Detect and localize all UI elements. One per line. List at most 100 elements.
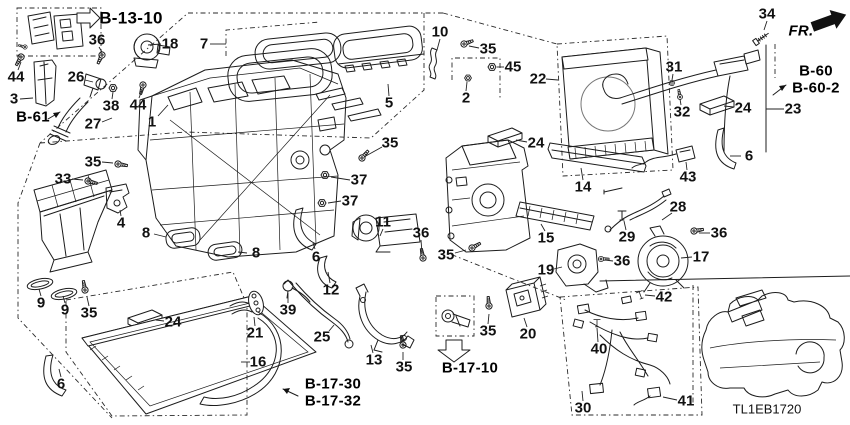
aspirator-sensor: [441, 309, 471, 328]
leader-line-22: [545, 78, 559, 81]
part-callout-15: 15: [537, 229, 555, 247]
part-callout-3: 3: [9, 90, 19, 108]
part-callout-13: 13: [365, 351, 383, 369]
part-callout-33: 33: [54, 170, 72, 188]
part-callout-34: 34: [758, 5, 776, 23]
part-callout-36: 36: [710, 224, 728, 242]
part-callout-36: 36: [613, 252, 631, 270]
bolt-34: [752, 32, 769, 47]
leader-line-8: [153, 233, 167, 238]
part-callout-35: 35: [80, 304, 98, 322]
part-callout-24: 24: [734, 99, 752, 117]
leader-line-35: [86, 296, 90, 307]
bracket-4: [105, 183, 130, 214]
leader-line-35: [101, 161, 114, 164]
part-callout-9: 9: [36, 294, 46, 312]
part-callout-31: 31: [665, 58, 683, 76]
part-callout-27: 27: [84, 115, 102, 133]
part-callout-35: 35: [437, 246, 455, 264]
foot-duct: [33, 169, 113, 273]
harness-clip-40: [593, 319, 601, 328]
leader-line-18: [147, 43, 162, 46]
part-callout-20: 20: [519, 325, 537, 343]
ref-b-17-10: B-17-10: [441, 359, 499, 377]
part-callout-44: 44: [129, 96, 147, 114]
part-callout-35: 35: [479, 40, 497, 58]
part-callout-24: 24: [164, 313, 182, 331]
heater-pipes-21: [199, 290, 282, 406]
leader-line-19: [553, 266, 563, 270]
part-callout-35: 35: [479, 322, 497, 340]
part-callout-42: 42: [655, 288, 673, 306]
part-callout-4: 4: [116, 214, 126, 232]
part-callout-22: 22: [529, 70, 547, 88]
part-callout-39: 39: [279, 301, 297, 319]
leader-line-37: [330, 176, 351, 181]
ref-b-60: B-60: [799, 62, 833, 80]
relay-bracket: [17, 11, 84, 51]
leader-line-24: [155, 319, 165, 322]
part-callout-36: 36: [88, 31, 106, 49]
seal-kit-7: [227, 32, 382, 122]
power-transistor-17: [637, 225, 689, 293]
leader-line-34: [763, 20, 768, 31]
leader-line-4: [119, 209, 122, 217]
part-callout-36: 36: [412, 224, 430, 242]
leader-line-1: [157, 104, 169, 117]
leader-line-24: [723, 105, 735, 108]
assembled-heater-unit: [701, 289, 845, 398]
leader-line-24: [515, 139, 528, 143]
part-callout-14: 14: [574, 178, 592, 196]
leader-line-6: [312, 242, 316, 250]
part-callout-29: 29: [618, 228, 636, 246]
ref-b-60-2: B-60-2: [792, 79, 840, 97]
part-callout-37: 37: [341, 192, 359, 210]
seals-8: [165, 227, 243, 261]
part-callout-7: 7: [199, 35, 209, 53]
drawing-code: TL1EB1720: [732, 401, 802, 417]
fr-direction-arrow-icon: [810, 10, 847, 32]
ref-b-17-30: B-17-30: [304, 375, 362, 393]
ref-fr: FR.: [788, 22, 814, 40]
actuator-motor-11: [351, 213, 421, 253]
leader-line-25: [328, 324, 335, 332]
part-callout-18: 18: [161, 35, 179, 53]
leader-line-20: [523, 317, 528, 328]
water-valve-26: [83, 73, 107, 98]
leader-line-41: [662, 396, 678, 401]
leader-line-35: [363, 146, 383, 158]
part-callout-32: 32: [673, 103, 691, 121]
leader-line-21: [253, 316, 256, 327]
leader-line-11: [379, 228, 384, 237]
wire-harness-30: [572, 290, 671, 406]
clip-29: [603, 187, 627, 221]
leader-line-43: [685, 161, 688, 171]
leader-line-40: [596, 327, 599, 343]
part-callout-17: 17: [692, 248, 710, 266]
sensor-region-box: [435, 295, 475, 337]
part-callout-8: 8: [251, 244, 261, 262]
actuator-motor-19: [555, 243, 609, 293]
outlet-seals-9: [26, 277, 78, 301]
part-callout-16: 16: [249, 353, 267, 371]
part-callout-26: 26: [67, 68, 85, 86]
part-callout-35: 35: [395, 358, 413, 376]
part-callout-40: 40: [590, 340, 608, 358]
leader-line-36: [604, 259, 614, 262]
part-callout-12: 12: [322, 281, 340, 299]
part-callout-35: 35: [84, 153, 102, 171]
part-callout-37: 37: [350, 171, 368, 189]
mode-motor-18: [133, 33, 171, 69]
bracket-13: [355, 283, 415, 353]
region-boundaries: [16, 7, 850, 419]
leader-line-35: [454, 249, 467, 254]
leader-line-33: [71, 178, 84, 181]
part-callout-23: 23: [784, 100, 802, 118]
harness-connector-41: [633, 386, 662, 406]
link-hose-12: [317, 255, 337, 289]
leader-line-35: [487, 313, 490, 325]
defroster-duct-5: [333, 25, 425, 73]
leader-line-6: [58, 368, 62, 378]
leader-line-2: [465, 81, 468, 92]
